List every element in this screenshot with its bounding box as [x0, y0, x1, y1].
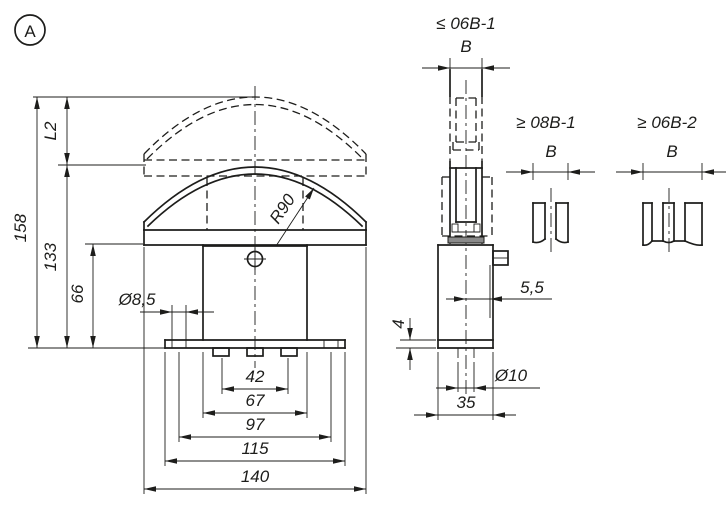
dim-hole-85: Ø8,5 — [118, 290, 156, 309]
radius-label: R90 — [266, 190, 299, 227]
dome-lowered-outline — [142, 166, 368, 231]
flange-tab — [212, 347, 230, 357]
dim-42: 42 — [246, 367, 265, 386]
radius-leader: R90 — [266, 187, 315, 247]
front-view: R90 158 L2 133 66 Ø8,5 — [11, 86, 368, 494]
view-marker: A — [14, 14, 46, 46]
dim-l2: L2 — [41, 121, 60, 140]
flange-thickness-dimension: 4 — [389, 318, 436, 370]
detail-08b1-profile — [531, 202, 570, 244]
damping-pad — [447, 236, 485, 244]
flange-tab — [280, 347, 298, 357]
dim-140: 140 — [241, 467, 270, 486]
dim-67: 67 — [246, 391, 265, 410]
body-outline — [202, 244, 308, 341]
depth-dimension: 35 — [414, 352, 516, 420]
detail-06b2: ≥ 06B-2 B — [616, 113, 726, 255]
hole-dimension: Ø8,5 — [118, 290, 214, 340]
dim-133: 133 — [41, 242, 60, 271]
view-marker-label: A — [24, 22, 36, 41]
side-b-dimension: B — [422, 37, 510, 76]
dim-97: 97 — [246, 415, 265, 434]
detail-06b2-profile — [642, 202, 703, 247]
detail-06b2-label: ≥ 06B-2 — [637, 113, 697, 132]
height-dimensions: 158 L2 133 66 — [11, 96, 252, 349]
dim-5-5: 5,5 — [520, 278, 544, 297]
dim-158: 158 — [11, 213, 30, 242]
dim-b-06b2: B — [666, 142, 677, 161]
flange-tab — [246, 347, 264, 357]
bracket-body — [437, 244, 509, 358]
dim-b-side: B — [460, 37, 471, 56]
dim-66: 66 — [68, 284, 87, 303]
chain-rail — [447, 69, 485, 244]
offset-dimension: 5,5 — [446, 278, 552, 302]
detail-08b1-label: ≥ 08B-1 — [516, 113, 575, 132]
side-variant-label: ≤ 06B-1 — [436, 14, 495, 33]
dome-raised-outline — [143, 96, 367, 177]
dim-4: 4 — [389, 319, 408, 328]
bore-dimension: Ø10 — [436, 362, 540, 392]
side-view: ≤ 06B-1 B — [389, 14, 552, 420]
detail-08b1: ≥ 08B-1 B — [506, 113, 595, 255]
dim-hole-10: Ø10 — [494, 366, 528, 385]
dim-b-08b1: B — [545, 142, 556, 161]
flange-outline — [164, 339, 346, 357]
dim-35: 35 — [457, 393, 476, 412]
dim-115: 115 — [241, 439, 269, 458]
width-dimensions: 42 67 97 115 140 — [143, 247, 367, 494]
screw-hole — [244, 248, 266, 270]
cap-plate — [143, 229, 367, 246]
view-marker-circle — [14, 14, 46, 46]
dome-side-hidden — [441, 176, 493, 237]
